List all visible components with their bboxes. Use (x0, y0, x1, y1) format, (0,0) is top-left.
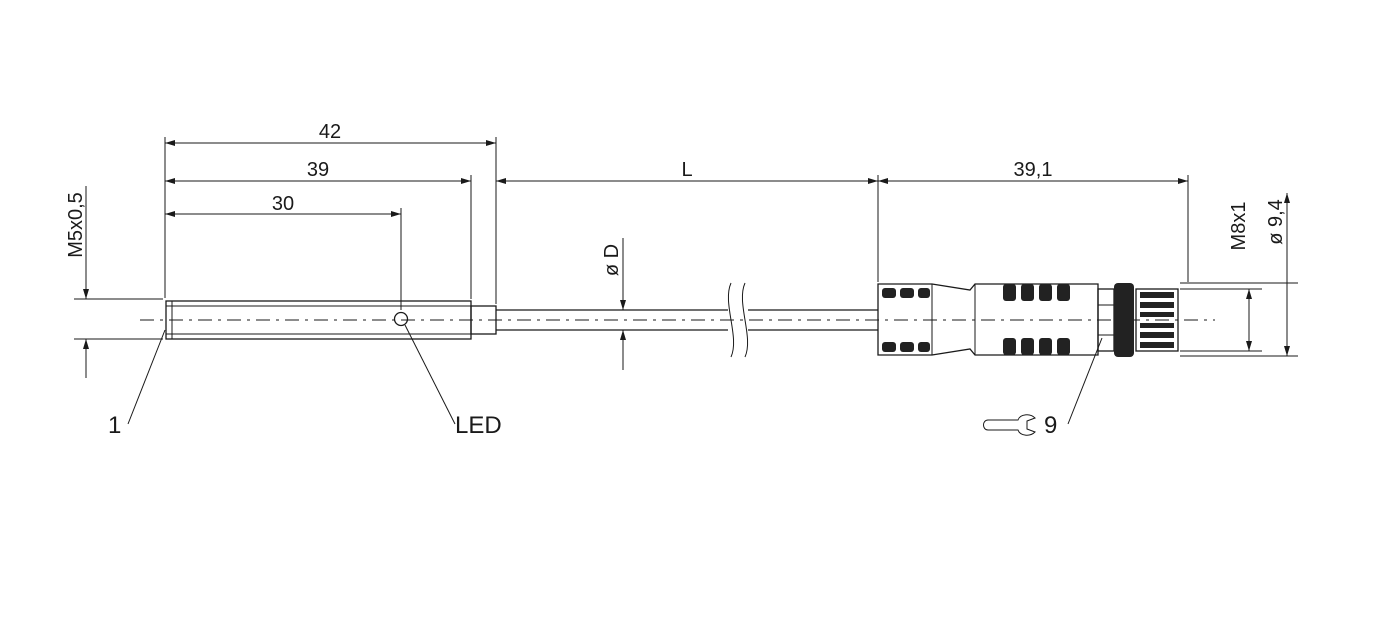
leader-led (404, 324, 456, 425)
connector (877, 283, 1179, 357)
dim-thread-sensor: M5x0,5 (65, 192, 87, 258)
sensor-body (165, 300, 497, 340)
connector-thread (1135, 288, 1179, 352)
dim-cable-diameter: ø D (601, 244, 623, 276)
led-indicator (393, 311, 409, 327)
callout-led: LED (455, 412, 502, 439)
callout-sensing-face: 1 (108, 412, 121, 439)
leader-sensing-face (127, 329, 166, 425)
dim-led-position: 30 (272, 193, 294, 215)
cable-break-symbol (727, 282, 749, 358)
knurled-ring (1114, 283, 1134, 357)
dim-connector-length: 39,1 (1014, 159, 1053, 181)
leader-wrench (1067, 337, 1103, 425)
dim-overall-length: 42 (319, 121, 341, 143)
cable (496, 282, 878, 358)
extension-lines (74, 137, 1298, 357)
wrench-icon (983, 414, 1036, 436)
dim-connector-diameter: ø 9,4 (1265, 199, 1287, 245)
callout-wrench: 9 (1044, 412, 1057, 439)
dim-cable-length: L (681, 159, 692, 181)
dim-thread-connector: M8x1 (1228, 202, 1250, 251)
dim-body-length: 39 (307, 159, 329, 181)
